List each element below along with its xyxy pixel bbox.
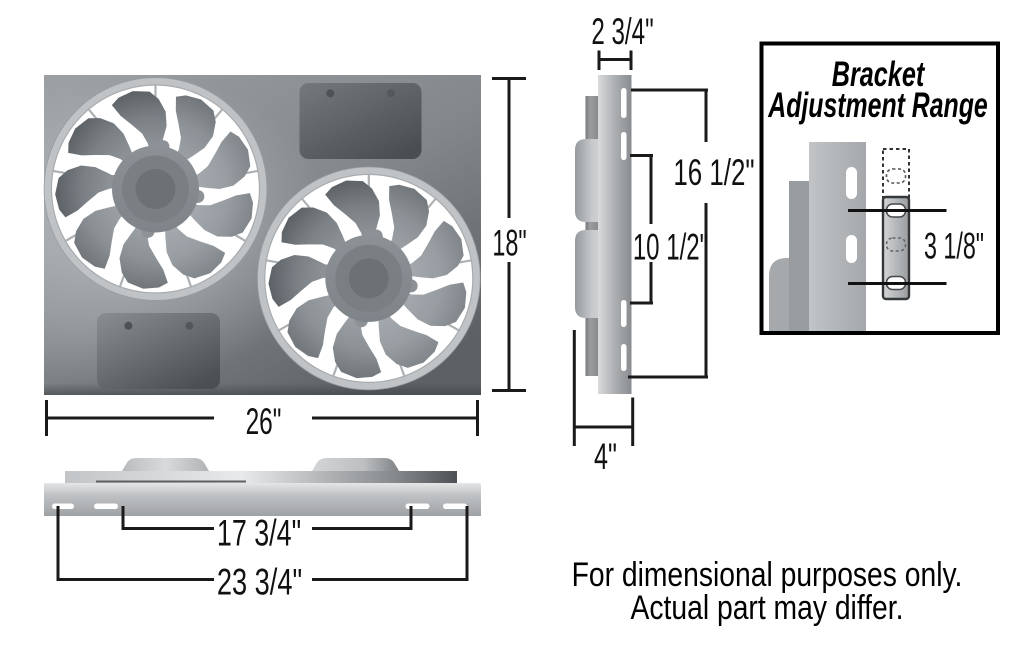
svg-text:10 1/2": 10 1/2" [633,226,708,268]
svg-text:4": 4" [594,435,617,477]
svg-text:26": 26" [246,401,282,442]
svg-text:For dimensional purposes only.: For dimensional purposes only. [572,554,963,593]
svg-text:3 1/8": 3 1/8" [924,225,984,267]
svg-text:16 1/2": 16 1/2" [673,151,754,193]
svg-text:Bracket: Bracket [832,55,926,94]
svg-text:Adjustment Range: Adjustment Range [767,87,987,125]
svg-text:2 3/4": 2 3/4" [591,11,653,52]
svg-text:Actual part may differ.: Actual part may differ. [631,587,904,626]
svg-text:23 3/4": 23 3/4" [217,561,302,602]
svg-text:17 3/4": 17 3/4" [217,512,301,553]
svg-text:18": 18" [492,222,526,264]
